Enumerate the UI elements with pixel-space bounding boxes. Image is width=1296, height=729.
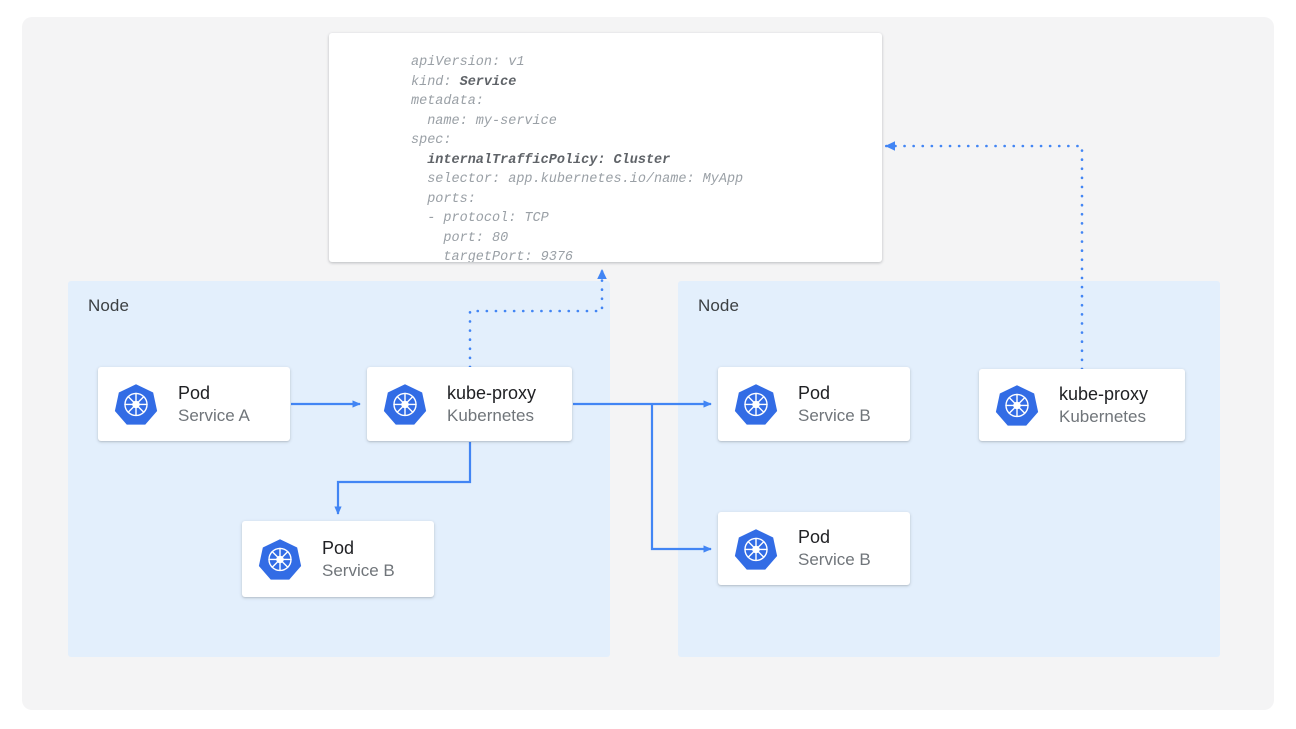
card-title: kube-proxy: [447, 382, 537, 403]
kubernetes-icon: [114, 382, 158, 426]
card-text: Pod Service A: [178, 382, 250, 427]
card-subtitle: Kubernetes: [447, 405, 534, 425]
card-text: kube-proxy Kubernetes: [1059, 383, 1148, 428]
card-title: kube-proxy: [1059, 383, 1149, 404]
card-title: Pod: [322, 537, 355, 558]
card-pod-service-b-left[interactable]: Pod Service B: [242, 521, 434, 597]
card-title: Pod: [178, 382, 211, 403]
card-text: Pod Service B: [322, 537, 395, 582]
service-yaml-code: apiVersion: v1 kind: Service metadata: n…: [411, 55, 744, 262]
card-text: Pod Service B: [798, 526, 871, 571]
kubernetes-icon: [734, 382, 778, 426]
wire-kube-proxy-left-to-spec: [468, 268, 607, 369]
card-subtitle: Service A: [178, 405, 250, 425]
card-pod-service-a[interactable]: Pod Service A: [98, 367, 290, 441]
card-subtitle: Service B: [798, 405, 871, 425]
kubernetes-icon: [383, 382, 427, 426]
card-text: Pod Service B: [798, 382, 871, 427]
wire-kube-proxy-to-pod-b-left: [334, 442, 472, 515]
kubernetes-icon: [995, 383, 1039, 427]
node-label-left: Node: [88, 296, 130, 315]
card-subtitle: Kubernetes: [1059, 406, 1146, 426]
card-pod-service-b-right-2[interactable]: Pod Service B: [718, 512, 910, 585]
card-title: Pod: [798, 527, 831, 548]
node-container-right: Node: [678, 281, 1220, 657]
wire-kube-proxy-to-pod-b-right-2: [650, 404, 712, 553]
card-subtitle: Service B: [322, 560, 395, 580]
service-spec-box: apiVersion: v1 kind: Service metadata: n…: [329, 33, 882, 262]
wire-kube-proxy-right-to-spec: [884, 141, 1084, 371]
card-pod-service-b-right-1[interactable]: Pod Service B: [718, 367, 910, 441]
node-label-right: Node: [698, 296, 740, 315]
card-kube-proxy-left[interactable]: kube-proxy Kubernetes: [367, 367, 572, 441]
kubernetes-icon: [258, 537, 302, 581]
card-title: Pod: [798, 382, 831, 403]
card-subtitle: Service B: [798, 550, 871, 570]
card-text: kube-proxy Kubernetes: [447, 382, 536, 427]
kubernetes-icon: [734, 527, 778, 571]
card-kube-proxy-right[interactable]: kube-proxy Kubernetes: [979, 369, 1185, 441]
